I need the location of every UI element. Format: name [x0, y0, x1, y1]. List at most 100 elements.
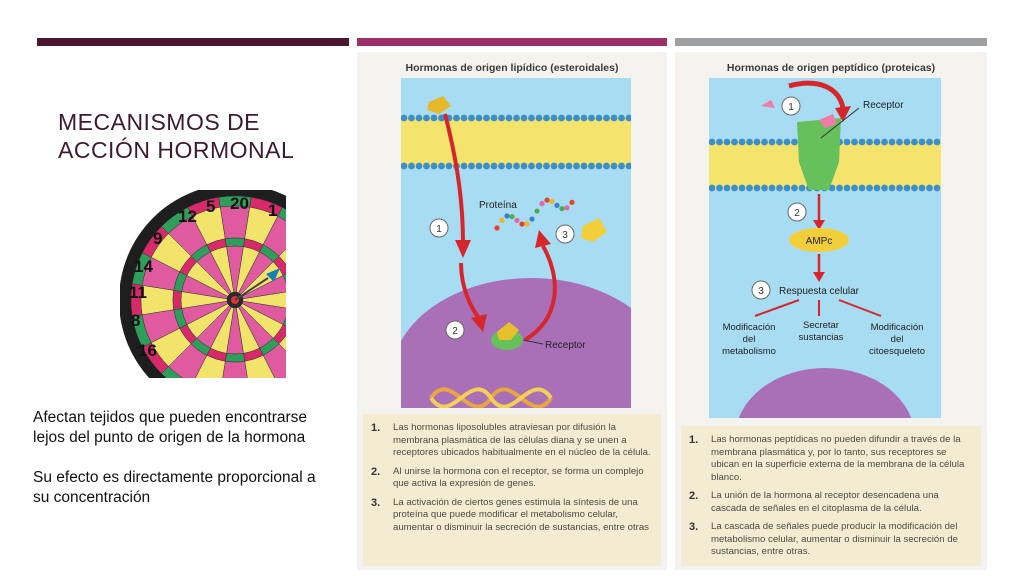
phospholipid-head [528, 114, 535, 122]
phospholipid-head [588, 114, 595, 122]
slide-title-line-1: MECANISMOS DE [58, 109, 261, 135]
phospholipid-head [430, 162, 438, 170]
phospholipid-head [475, 162, 483, 170]
arrow-branch [754, 299, 800, 317]
phospholipid-head [866, 138, 873, 146]
phospholipid-head [535, 162, 543, 170]
phospholipid-head [881, 138, 888, 146]
dartboard-segment [172, 290, 182, 310]
peptide-hormone-diagram: Receptor AMPc Respuesta celular Modifica… [709, 78, 941, 418]
phospholipid-head [866, 184, 873, 192]
step-text: Las hormonas peptídicas no pueden difund… [711, 434, 965, 483]
phospholipid-head [903, 184, 911, 192]
phospholipid-head [401, 114, 408, 122]
phospholipid-head [415, 114, 423, 122]
lipid-hormone-panel: Hormonas de origen lipídico (esteroidale… [357, 52, 667, 570]
phospholipid-head [798, 184, 806, 192]
step-marker: 2 [445, 320, 465, 340]
phospholipid-head [483, 114, 490, 122]
svg-text:2: 2 [794, 208, 800, 219]
step-number: 3. [371, 496, 381, 509]
step-item: 1. Las hormonas liposolubles atraviesan … [371, 422, 653, 460]
body-paragraph: Su efecto es directamente proporcional a… [33, 469, 316, 506]
slide-title: MECANISMOS DE ACCIÓN HORMONAL [58, 108, 348, 164]
dartboard-number: 20 [230, 194, 249, 213]
phospholipid-head [926, 138, 933, 146]
phospholipid-head [746, 138, 753, 146]
ampc-node [789, 228, 849, 252]
phospholipid-head [475, 114, 483, 122]
phospholipid-head [408, 114, 415, 122]
phospholipid-head [753, 138, 761, 146]
phospholipid-head [761, 138, 768, 146]
step-marker: 1 [781, 96, 801, 116]
slide-title-line-2: ACCIÓN HORMONAL [58, 137, 295, 163]
dartboard-number: 16 [138, 341, 157, 360]
phospholipid-head [753, 184, 761, 192]
phospholipid-head [603, 114, 610, 122]
svg-text:3: 3 [562, 230, 568, 241]
phospholipid-head [731, 138, 738, 146]
phospholipid-head [543, 162, 550, 170]
phospholipid-head [933, 184, 941, 192]
dartboard-number: 5 [206, 197, 215, 216]
protein-bead [499, 217, 505, 223]
arrow-step-1 [443, 113, 465, 244]
outcome-label: sustancias [799, 332, 844, 343]
svg-text:1: 1 [436, 224, 442, 235]
arrow-step-2 [459, 262, 481, 320]
arrow-step-3 [523, 245, 557, 342]
dartboard-segment [225, 237, 245, 247]
nucleus [738, 368, 912, 418]
accent-bar-gray [675, 38, 987, 46]
membrane-receptor [797, 118, 841, 190]
phospholipid-head [423, 162, 430, 170]
step-number: 1. [371, 422, 381, 434]
phospholipid-head [791, 138, 798, 146]
protein-bead [504, 213, 510, 219]
phospholipid-head [888, 138, 896, 146]
phospholipid-head [595, 114, 603, 122]
arrow-branch [838, 299, 882, 317]
phospholipid-head [911, 138, 918, 146]
slide-body: Afectan tejidos que pueden encontrarse l… [33, 408, 333, 528]
arrow-head [535, 230, 551, 248]
phospholipid-head [468, 114, 475, 122]
phospholipid-head [580, 162, 588, 170]
phospholipid-head [565, 114, 573, 122]
step-number: 2. [371, 465, 381, 478]
arrow-binding [788, 80, 846, 109]
phospholipid-head [625, 114, 631, 122]
step-text: Al unirse la hormona con el receptor, se… [393, 465, 644, 490]
protein-bead [514, 217, 520, 224]
step-number: 1. [689, 434, 699, 446]
step-marker: 3 [555, 224, 575, 244]
step-marker: 2 [787, 202, 807, 222]
phospholipid-head [498, 114, 505, 122]
phospholipid-head [896, 184, 903, 192]
arrow-head [471, 314, 487, 332]
phospholipid-head [445, 162, 453, 170]
receptor-label: Receptor [863, 100, 904, 111]
phospholipid-head [415, 162, 423, 170]
dartboard-number: 9 [153, 229, 162, 248]
outcome-label: del [743, 334, 756, 345]
dartboard-segment [277, 206, 286, 222]
outcome-label: citoesqueleto [869, 346, 925, 357]
phospholipid-head [618, 162, 625, 170]
protein-bead [494, 225, 500, 231]
outcome-label: Modificación [723, 322, 776, 333]
step-number: 3. [689, 521, 699, 533]
phospholipid-head [768, 184, 776, 192]
phospholipid-head [933, 138, 941, 146]
protein-bead [544, 197, 550, 203]
phospholipid-head [716, 184, 723, 192]
phospholipid-head [709, 184, 716, 192]
step-item: 1. Las hormonas peptídicas no pueden dif… [689, 434, 973, 484]
phospholipid-head [520, 162, 528, 170]
phospholipid-head [528, 162, 535, 170]
steps-list: 1. Las hormonas liposolubles atraviesan … [363, 414, 661, 566]
svg-text:3: 3 [758, 286, 764, 297]
phospholipid-head [603, 162, 610, 170]
outcome-label: Modificación [871, 322, 924, 333]
